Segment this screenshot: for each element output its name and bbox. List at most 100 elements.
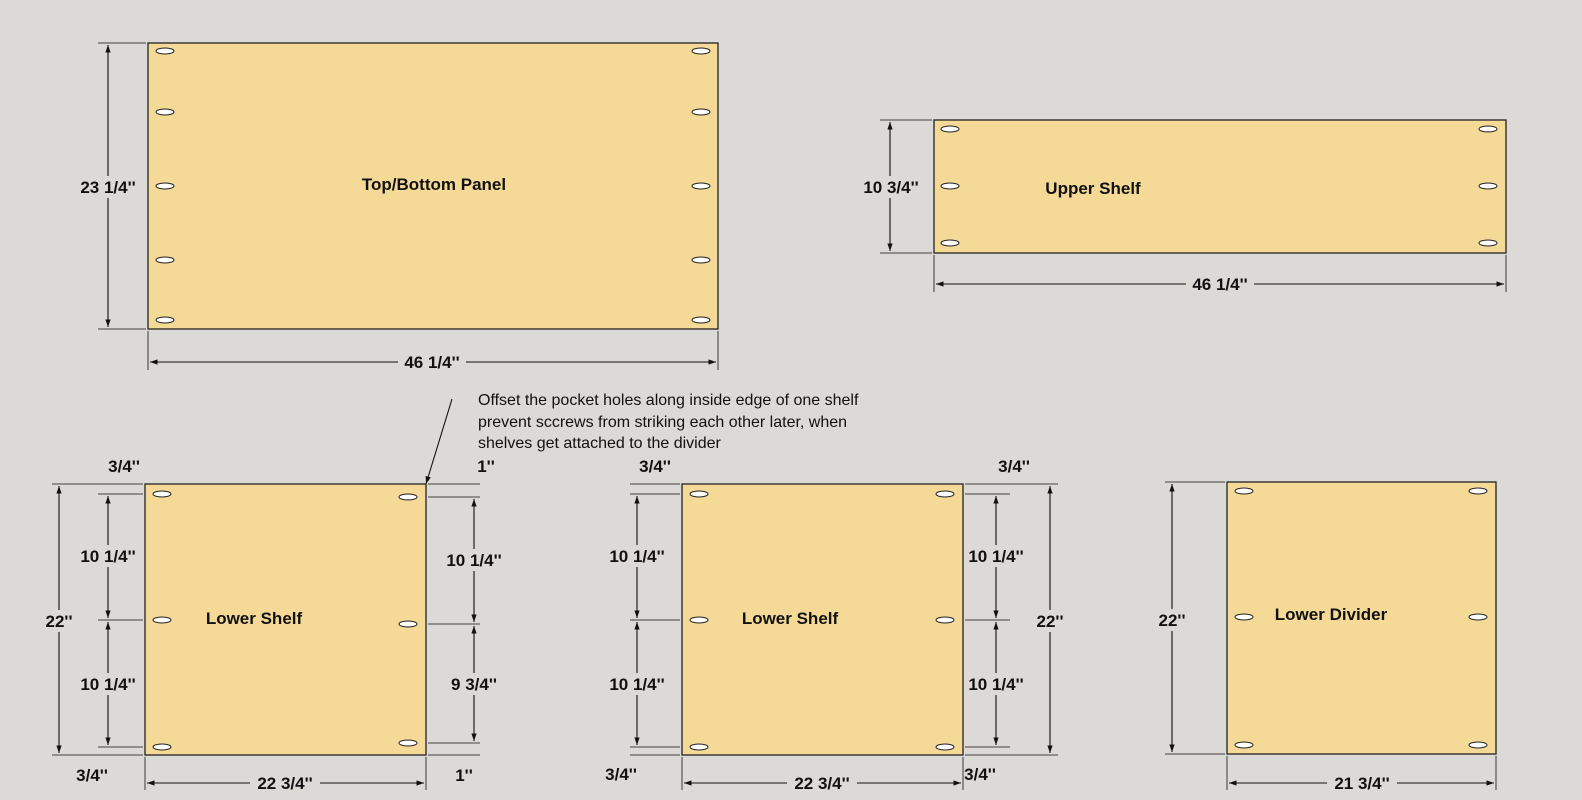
dimension-label-mask (964, 545, 1028, 567)
height-dimension-label: 22'' (1159, 611, 1186, 630)
dimension-label-mask (76, 545, 140, 567)
pocket-hole (155, 182, 175, 190)
pocket-hole (940, 125, 960, 133)
lower-divider-pocket-holes (1234, 487, 1488, 749)
hole-spacing-label: 10 1/4'' (609, 675, 664, 694)
lower-divider: Lower Divider 22'' 21 3/4'' (1151, 481, 1497, 793)
upper-shelf-board (933, 119, 1507, 254)
pocket-hole (1468, 613, 1488, 621)
panel-title: Lower Divider (1275, 605, 1388, 624)
lower-shelf-left-board (144, 483, 427, 756)
height-dimension-label: 22'' (46, 612, 73, 631)
pocket-hole (1478, 125, 1498, 133)
dimension-label-mask (605, 673, 669, 695)
width-dimension-label: 46 1/4'' (1192, 275, 1247, 294)
dimension-label-mask (74, 176, 140, 198)
pocket-hole (689, 616, 709, 624)
pocket-hole (935, 743, 955, 751)
dimension-label-mask (1327, 773, 1397, 793)
pocket-hole (940, 239, 960, 247)
pocket-hole (689, 743, 709, 751)
panel-title: Upper Shelf (1045, 179, 1141, 198)
edge-offset-label: 3/4'' (76, 766, 108, 785)
height-dimension-label: 10 3/4'' (863, 178, 918, 197)
hole-spacing-label: 10 1/4'' (609, 547, 664, 566)
pocket-hole (691, 256, 711, 264)
pocket-hole (1234, 741, 1254, 749)
pocket-hole (1478, 239, 1498, 247)
dimension-label-mask (76, 673, 140, 695)
top-bottom-panel: Top/Bottom Panel 23 1/4'' 46 1/4'' (74, 42, 719, 372)
height-dimension-label: 22'' (1037, 612, 1064, 631)
hole-spacing-label: 9 3/4'' (451, 675, 497, 694)
pocket-hole-offset-note: Offset the pocket holes along inside edg… (425, 392, 859, 485)
note-leader-line (425, 398, 453, 485)
width-dimension-label: 22 3/4'' (794, 774, 849, 793)
top-bottom-panel-board (147, 42, 719, 330)
lower-shelf-middle-pocket-holes (689, 490, 955, 751)
edge-offset-label: 3/4'' (998, 457, 1030, 476)
pocket-hole (691, 108, 711, 116)
dimension-label-mask (398, 352, 466, 372)
top-bottom-panel-pocket-holes (155, 47, 711, 324)
dimension-label-mask (1186, 274, 1254, 294)
lower-divider-board (1226, 481, 1497, 755)
note-line-1: Offset the pocket holes along inside edg… (478, 392, 859, 409)
pocket-hole (155, 47, 175, 55)
pocket-hole (1478, 182, 1498, 190)
dimension-label-mask (1029, 610, 1071, 632)
pocket-hole (935, 616, 955, 624)
pocket-hole (691, 47, 711, 55)
pocket-hole (152, 616, 172, 624)
width-dimension-label: 21 3/4'' (1334, 774, 1389, 793)
edge-offset-label: 3/4'' (639, 457, 671, 476)
dimension-label-mask (964, 673, 1028, 695)
edge-offset-label: 1'' (455, 766, 473, 785)
pocket-hole (155, 108, 175, 116)
width-dimension-label: 46 1/4'' (404, 353, 459, 372)
dimension-label-mask (787, 773, 857, 793)
dimension-label-mask (250, 773, 320, 793)
pocket-hole (1234, 613, 1254, 621)
panel-title: Lower Shelf (206, 609, 303, 628)
upper-shelf-pocket-holes (940, 125, 1498, 247)
dimension-label-mask (38, 610, 80, 632)
pocket-hole (1468, 487, 1488, 495)
pocket-hole (940, 182, 960, 190)
lower-shelf-left-pocket-holes (152, 490, 418, 751)
pocket-hole (398, 739, 418, 747)
upper-shelf: Upper Shelf 10 3/4'' 46 1/4'' (858, 119, 1507, 294)
dimension-label-mask (605, 545, 669, 567)
hole-spacing-label: 10 1/4'' (80, 675, 135, 694)
edge-offset-label: 3/4'' (605, 765, 637, 784)
panel-title: Top/Bottom Panel (362, 175, 506, 194)
edge-offset-label: 3/4'' (964, 765, 996, 784)
pocket-hole (398, 620, 418, 628)
pocket-hole (155, 256, 175, 264)
lower-shelf-middle: Lower Shelf 3/4'' 10 1/4'' 10 1/4'' 3/4'… (605, 457, 1071, 793)
lower-shelf-left: Lower Shelf 22'' 3/4'' 10 1/4'' 10 1/4''… (38, 457, 506, 793)
pocket-hole (691, 316, 711, 324)
hole-spacing-label: 10 1/4'' (968, 675, 1023, 694)
lower-shelf-middle-board (681, 483, 964, 756)
pocket-hole (689, 490, 709, 498)
panel-title: Lower Shelf (742, 609, 839, 628)
pocket-hole (398, 493, 418, 501)
note-line-3: shelves get attached to the divider (478, 435, 721, 452)
pocket-hole (1468, 741, 1488, 749)
note-line-2: prevent sccrews from striking each other… (478, 414, 847, 431)
dimension-label-mask (446, 673, 502, 695)
edge-offset-label: 1'' (477, 457, 495, 476)
dimension-label-mask (1151, 609, 1193, 631)
pocket-hole (1234, 487, 1254, 495)
pocket-hole (935, 490, 955, 498)
edge-offset-label: 3/4'' (108, 457, 140, 476)
dimension-label-mask (442, 549, 506, 571)
hole-spacing-label: 10 1/4'' (968, 547, 1023, 566)
pocket-hole (691, 182, 711, 190)
width-dimension-label: 22 3/4'' (257, 774, 312, 793)
hole-spacing-label: 10 1/4'' (80, 547, 135, 566)
height-dimension-label: 23 1/4'' (80, 178, 135, 197)
pocket-hole (152, 743, 172, 751)
